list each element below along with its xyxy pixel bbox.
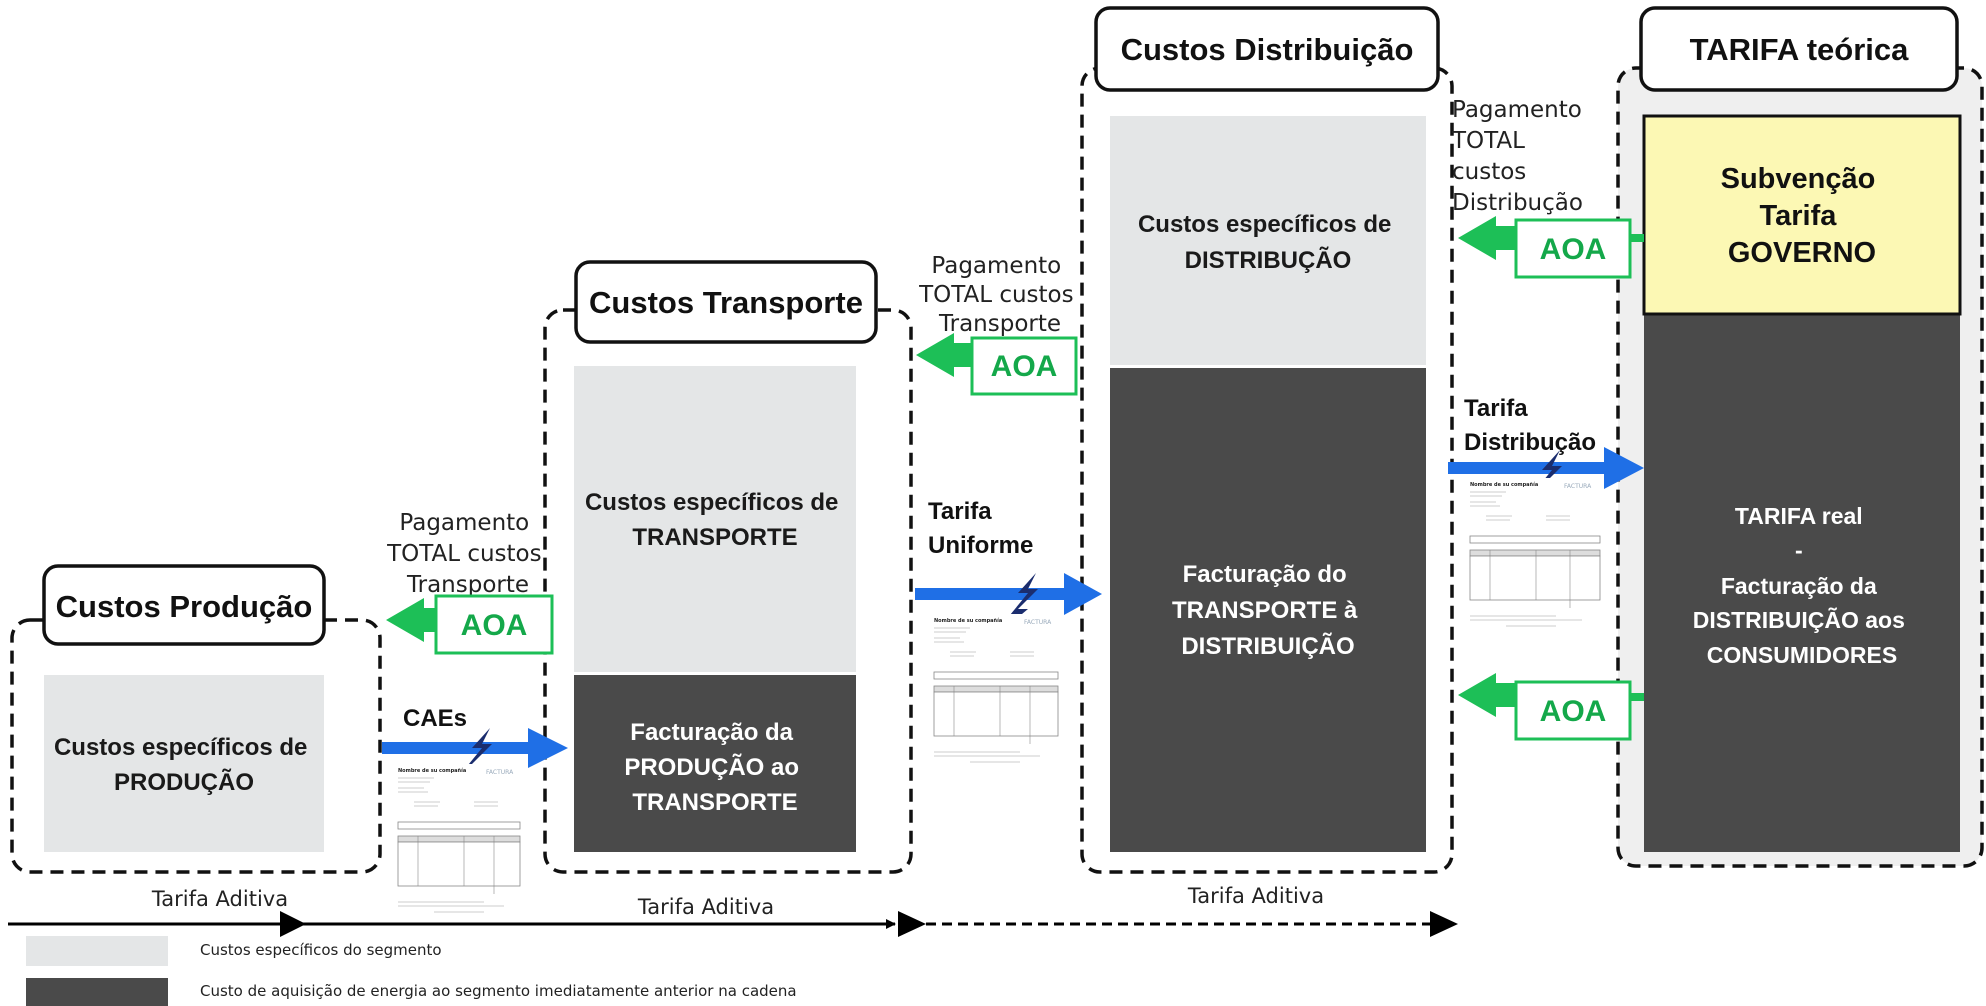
svg-text:Nombre de su compañía: Nombre de su compañía: [934, 617, 1002, 624]
svg-text:FACTURA: FACTURA: [1564, 483, 1592, 490]
distribuicao-title-box: [1094, 6, 1440, 92]
producao-title: Custos Produção: [56, 589, 313, 624]
transporte-specific-label: Custos específicos de TRANSPORTE: [585, 489, 845, 551]
legend-swatch-specific: [26, 936, 168, 966]
tarifa-real-label: TARIFA real - Facturação da DISTRIBUIÇÃO…: [1693, 503, 1912, 668]
distribuicao-tariff-label: Tarifa Distribução: [1464, 395, 1596, 456]
transporte-title-box: [574, 260, 878, 344]
tarifa-subsidy-label: Subvenção Tarifa GOVERNO: [1721, 163, 1884, 269]
payment-label-transporte: Pagamento TOTAL custos Transporte: [918, 253, 1081, 337]
transporte-specific-box: [574, 366, 856, 672]
svg-text:AOA: AOA: [991, 350, 1058, 383]
green-arrow-icon: [386, 598, 442, 642]
producao-title-box: [42, 564, 326, 646]
invoice-thumbnail-2: Nombre de su compañía FACTURA: [930, 614, 1062, 766]
transporte-dashed-container: [543, 308, 913, 874]
additive-label-2: Tarifa Aditiva: [637, 895, 774, 919]
additive-arrowhead-1: [280, 911, 306, 937]
transporte-title: Custos Transporte: [589, 285, 863, 320]
distribuicao-specific-label: Custos específicos de DISTRIBUÇÃO: [1138, 211, 1398, 274]
green-arrow-icon: [1458, 673, 1522, 717]
blue-arrow-icon: [528, 728, 568, 768]
tariff-arrow-uniforme: Tarifa Uniforme: [915, 498, 1102, 629]
aoa-arrow-transporte: AOA: [916, 333, 1078, 396]
producao-dashed-container: [10, 618, 382, 874]
legend-swatch-acquisition: [26, 978, 168, 1006]
invoice-thumbnail-3: Nombre de su compañía FACTURA: [1466, 478, 1604, 630]
green-arrow-icon: [916, 333, 978, 377]
payment-label-distribuicao: Pagamento TOTAL custos Distribução: [1451, 97, 1589, 216]
aoa-arrow-producao: AOA: [386, 594, 554, 655]
svg-text:Nombre de su compañía: Nombre de su compañía: [1470, 481, 1538, 488]
distribuicao-billing-box: [1110, 368, 1426, 852]
payment-label-producao: Pagamento TOTAL custos Transporte: [386, 510, 549, 598]
additive-label-1: Tarifa Aditiva: [151, 887, 288, 911]
svg-text:FACTURA: FACTURA: [486, 769, 514, 776]
legend-label-specific: Custos específicos do segmento: [200, 941, 442, 959]
additive-arrowhead-3: [1430, 911, 1458, 937]
svg-text:AOA: AOA: [461, 609, 528, 642]
svg-text:FACTURA: FACTURA: [1024, 619, 1052, 626]
blue-arrow-icon: [1064, 573, 1102, 615]
green-arrow-icon: [1458, 216, 1522, 260]
additive-label-3: Tarifa Aditiva: [1187, 884, 1324, 908]
svg-text:AOA: AOA: [1540, 695, 1607, 728]
uniforme-label: Tarifa Uniforme: [928, 498, 1033, 559]
tarifa-real-box: [1644, 312, 1960, 852]
legend-label-acquisition: Custo de aquisição de energia ao segment…: [200, 982, 797, 1000]
additive-arrowhead-2: [898, 911, 926, 937]
producao-specific-box: [44, 675, 324, 852]
producao-specific-label: Custos específicos de PRODUÇÃO: [54, 734, 314, 796]
svg-text:Nombre de su compañía: Nombre de su compañía: [398, 767, 466, 774]
distribuicao-specific-box: [1110, 116, 1426, 365]
caes-label: CAEs: [403, 705, 467, 732]
transporte-billing-box: [574, 675, 856, 852]
transporte-billing-label: Facturação da PRODUÇÃO ao TRANSPORTE: [624, 719, 805, 816]
aoa-arrow-distribuicao-top: AOA: [1458, 216, 1644, 279]
aoa-arrow-distribuicao-bottom: AOA: [1458, 673, 1644, 741]
tarifa-title-box: [1639, 6, 1959, 92]
svg-text:AOA: AOA: [1540, 233, 1607, 266]
tarifa-title: TARIFA teórica: [1690, 32, 1910, 67]
tarifa-subsidy-box: [1642, 114, 1962, 316]
blue-arrow-icon: [1604, 447, 1644, 489]
invoice-thumbnail-1: Nombre de su compañía FACTURA: [394, 764, 524, 914]
tariff-arrow-caes: CAEs: [382, 705, 568, 784]
distribuicao-billing-label: Facturação do TRANSPORTE à DISTRIBUIÇÃO: [1172, 561, 1364, 660]
distribuicao-title: Custos Distribuição: [1121, 32, 1414, 67]
